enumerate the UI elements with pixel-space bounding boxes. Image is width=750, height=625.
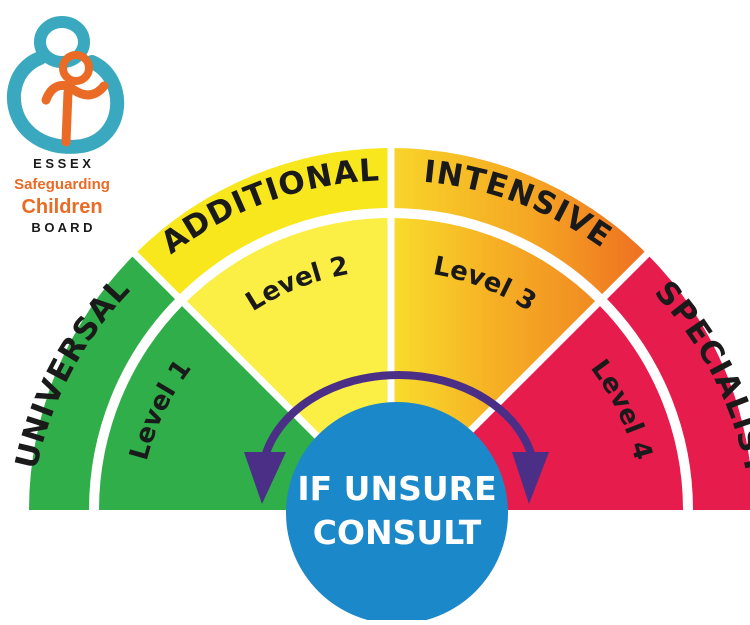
logo-line-board: B O A R D <box>31 220 92 235</box>
consult-line-1: IF UNSURE <box>297 469 496 508</box>
consult-line-2: CONSULT <box>313 513 482 552</box>
logo-figure-icon <box>14 22 117 147</box>
logo-line-children: Children <box>21 196 102 218</box>
consult-circle: IF UNSURE CONSULT <box>286 402 508 620</box>
logo-line-safeguarding: Safeguarding <box>14 176 110 193</box>
logo-line-essex: E S S E X <box>33 156 91 171</box>
essex-logo: E S S E X Safeguarding Children B O A R … <box>14 22 117 235</box>
